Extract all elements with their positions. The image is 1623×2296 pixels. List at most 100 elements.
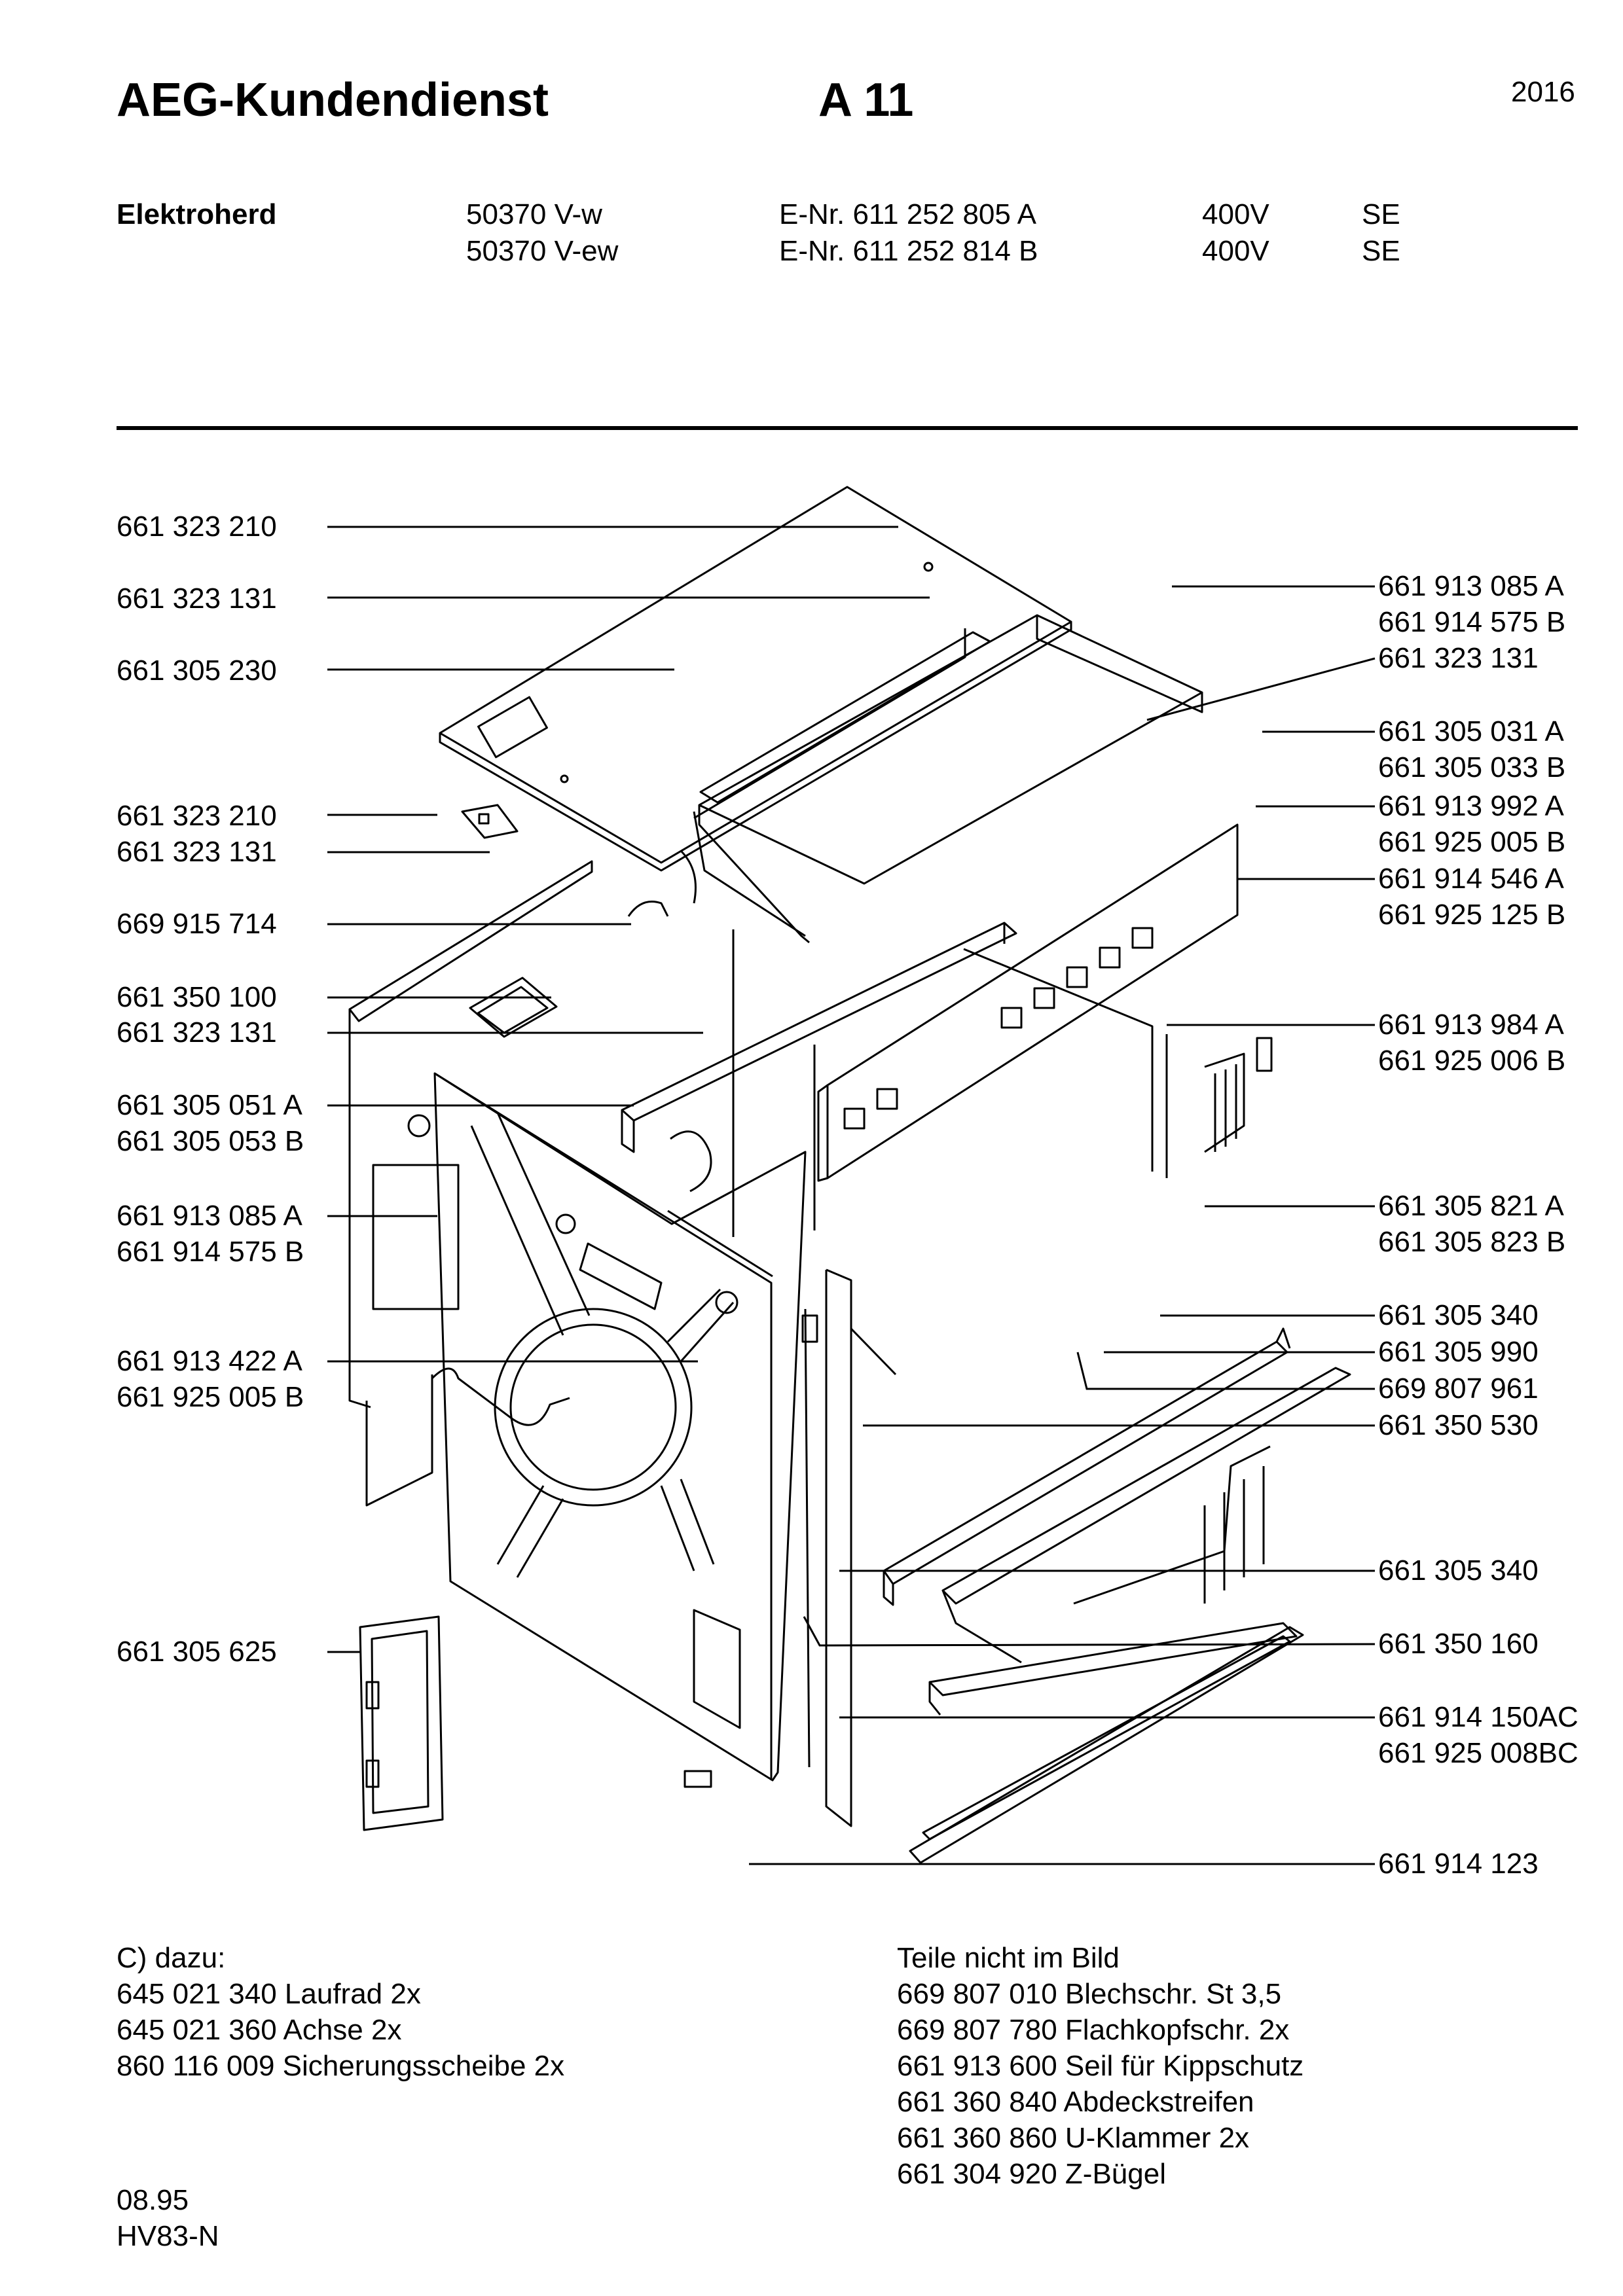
bottom-plate-edge <box>941 1590 1022 1664</box>
notshown-item: 661 360 840 Abdeckstreifen <box>897 2086 1254 2118</box>
door-frame-post <box>825 1268 852 1827</box>
small-bracket-hole <box>478 813 490 825</box>
rear-channel-edge <box>1036 615 1203 713</box>
model-b: 50370 V-ew <box>466 235 619 267</box>
switch-slot <box>1066 966 1088 988</box>
rear-channel-hook <box>680 850 697 904</box>
dazu-item: 645 021 340 Laufrad 2x <box>117 1978 421 2010</box>
rear-channel-bracket <box>693 811 806 937</box>
part-label: 661 925 125 B <box>1378 899 1566 931</box>
kick-strip <box>909 1626 1304 1864</box>
terminal-block <box>1256 1037 1273 1072</box>
part-label: 661 925 005 B <box>1378 826 1566 858</box>
control-panel-edge <box>817 1084 828 1182</box>
rib <box>496 1485 545 1565</box>
model-a: 50370 V-w <box>466 198 602 230</box>
part-label: 669 915 714 <box>117 908 277 940</box>
screw <box>407 1114 431 1138</box>
part-label: 661 323 131 <box>117 583 277 615</box>
part-label: 661 305 340 <box>1378 1554 1539 1587</box>
bottom-left-clip <box>365 1681 380 1710</box>
part-label: 661 913 085 A <box>1378 570 1564 602</box>
rib <box>516 1498 564 1578</box>
part-label: 661 323 131 <box>117 1016 277 1049</box>
header-rule <box>117 426 1578 430</box>
doc-date: 08.95 <box>117 2184 189 2216</box>
part-label: 661 925 006 B <box>1378 1045 1566 1077</box>
rib <box>496 1112 591 1316</box>
part-label: 661 305 823 B <box>1378 1226 1566 1258</box>
wire-handle <box>431 1367 570 1426</box>
side-wall-left <box>348 1009 371 1408</box>
part-label: 661 913 085 A <box>117 1200 302 1232</box>
notshown-item: 669 807 780 Flachkopfschr. 2x <box>897 2014 1290 2046</box>
part-label: 661 913 422 A <box>117 1345 302 1377</box>
back-plate-window <box>693 1609 741 1729</box>
part-label: 661 305 821 A <box>1378 1190 1564 1222</box>
part-label: 661 914 575 B <box>117 1236 304 1268</box>
year: 2016 <box>1511 76 1575 108</box>
leader-line <box>803 1616 1376 1647</box>
part-label: 661 914 123 <box>1378 1848 1539 1880</box>
small-part <box>684 1770 712 1788</box>
part-label: 661 350 530 <box>1378 1409 1539 1441</box>
top-cover-cutout <box>477 696 548 759</box>
top-cover-edge <box>439 622 1072 872</box>
part-label: 661 350 160 <box>1378 1628 1539 1660</box>
code-a: SE <box>1362 198 1400 230</box>
top-cover-hole <box>923 562 934 572</box>
part-label: 661 323 131 <box>117 836 277 868</box>
switch-slot <box>1000 1007 1023 1029</box>
gasket-square <box>469 977 558 1038</box>
voltage-b: 400V <box>1202 235 1269 267</box>
notshown-item: 661 304 920 Z-Bügel <box>897 2158 1166 2190</box>
screw <box>555 1213 576 1234</box>
terminal-comb <box>1204 1052 1245 1153</box>
dazu-item: 860 116 009 Sicherungsscheibe 2x <box>117 2050 565 2082</box>
switch-slot <box>1033 987 1055 1009</box>
fan-ring <box>494 1308 693 1507</box>
bottom-rail <box>883 1340 1288 1585</box>
control-panel <box>826 823 1239 1179</box>
part-label: 661 323 210 <box>117 511 277 543</box>
back-plate <box>433 1072 807 1782</box>
part-label: 661 305 033 B <box>1378 751 1566 783</box>
kick-strip-inner <box>922 1635 1291 1840</box>
gasket-inner <box>477 986 549 1034</box>
bottom-left-clip <box>365 1759 380 1788</box>
bottom-left-inner <box>371 1630 429 1814</box>
inner-channel <box>693 628 966 819</box>
switch-slot <box>876 1088 898 1110</box>
rib <box>660 1485 695 1571</box>
part-label: 661 323 210 <box>117 800 277 832</box>
part-label: 661 305 051 A <box>117 1089 302 1121</box>
dazu-title: C) dazu: <box>117 1942 226 1974</box>
page-code: A 11 <box>818 74 914 126</box>
front-rail-end <box>621 1110 635 1153</box>
top-cover <box>439 486 1072 864</box>
part-label: 661 305 340 <box>1378 1299 1539 1331</box>
back-plate-rim <box>667 1210 773 1278</box>
notshown-item: 661 360 860 U-Klammer 2x <box>897 2122 1250 2154</box>
side-window <box>372 1164 460 1310</box>
bottom-plate <box>941 1367 1351 1605</box>
side-wall-foot <box>365 1374 433 1507</box>
screw <box>715 1291 739 1314</box>
part-label: 661 305 053 B <box>117 1125 304 1157</box>
part-label: 661 305 990 <box>1378 1336 1539 1368</box>
front-rail <box>621 922 1017 1122</box>
bottom-left-panel <box>359 1615 444 1831</box>
notshown-item: 661 913 600 Seil für Kippschutz <box>897 2050 1304 2082</box>
top-cover-hole <box>560 774 569 783</box>
notshown-title: Teile nicht im Bild <box>897 1942 1120 1974</box>
code-b: SE <box>1362 235 1400 267</box>
bottom-bracket <box>1073 1445 1271 1605</box>
part-label: 661 323 131 <box>1378 642 1539 674</box>
leader-line <box>1146 657 1376 721</box>
bottom-rail-end <box>883 1571 894 1606</box>
rib <box>680 1479 715 1565</box>
part-label: 661 914 575 B <box>1378 606 1566 638</box>
switch-slot <box>843 1107 866 1130</box>
part-label: 661 305 031 A <box>1378 715 1564 747</box>
notshown-item: 669 807 010 Blechschr. St 3,5 <box>897 1978 1282 2010</box>
